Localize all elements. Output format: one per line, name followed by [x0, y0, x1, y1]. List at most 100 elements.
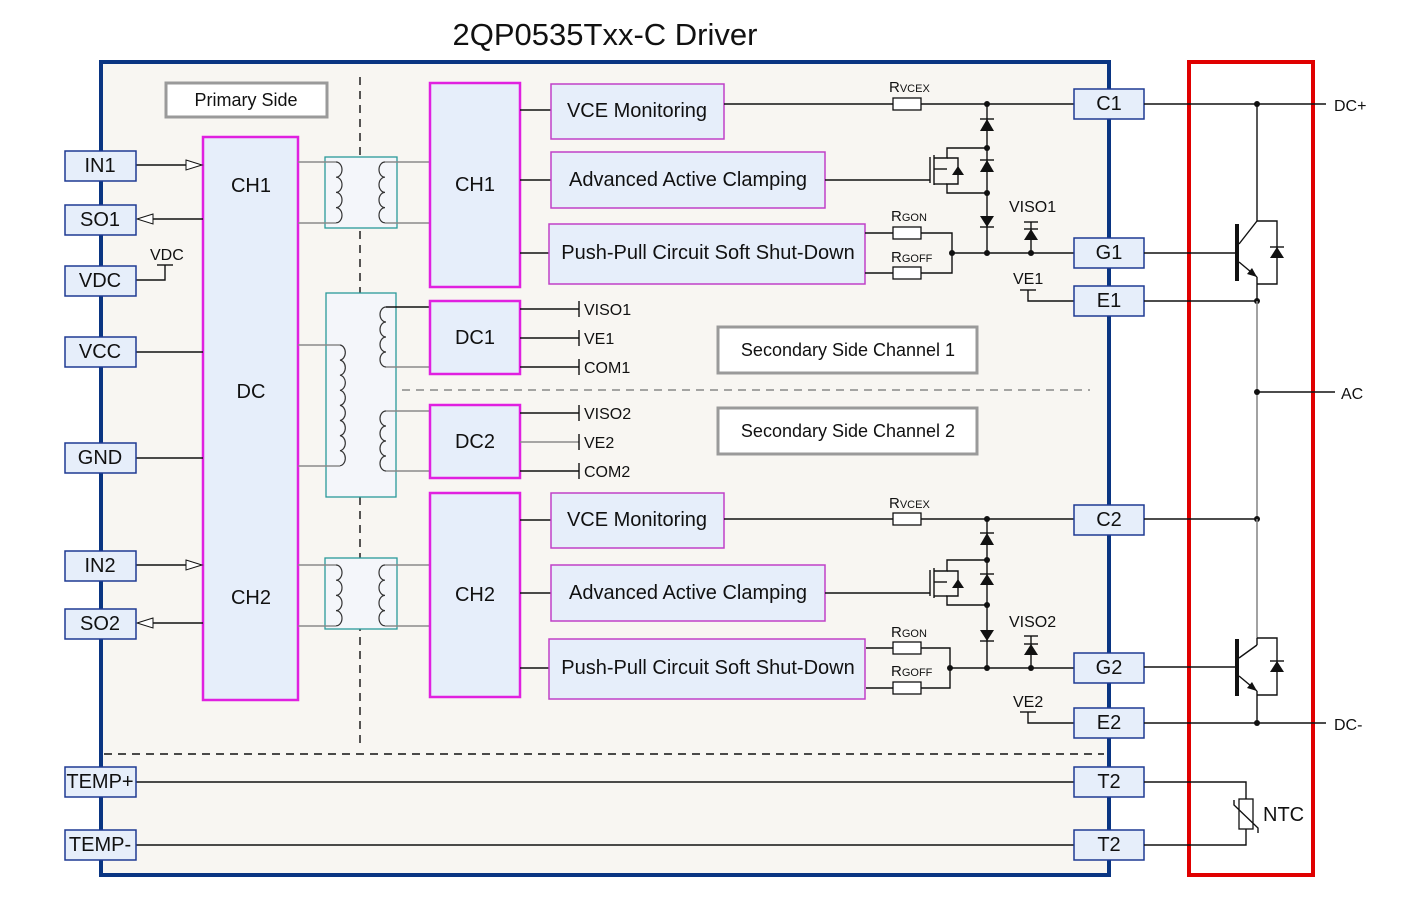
tvs-diode-icon: [980, 160, 994, 172]
rgon-label: RGON: [891, 624, 927, 641]
svg-text:E2: E2: [1097, 712, 1121, 734]
diode-icon: [980, 630, 994, 641]
power-module-boundary: [1187, 60, 1315, 877]
tvs-diode-icon: [980, 119, 994, 131]
pin-g1: G1: [1073, 237, 1145, 269]
svg-text:G1: G1: [1096, 242, 1123, 264]
pin-in1: IN1: [64, 150, 137, 182]
svg-text:Push-Pull Circuit Soft Shut-Do: Push-Pull Circuit Soft Shut-Down: [561, 242, 854, 264]
igbt-high-side-icon: [1144, 220, 1284, 301]
svg-text:G2: G2: [1096, 657, 1123, 679]
ch1-function-blocks: VCE Monitoring Advanced Active Clamping …: [520, 83, 866, 285]
pin-vdc: VDC: [64, 265, 137, 297]
ch1-gate-circuit: RVCEX RGON RGOFF: [724, 79, 1074, 302]
svg-text:VCE Monitoring: VCE Monitoring: [567, 100, 707, 122]
secondary-ch1-label: Secondary Side Channel 1: [716, 325, 979, 375]
svg-text:VISO1: VISO1: [1009, 199, 1056, 216]
svg-text:IN2: IN2: [84, 555, 115, 577]
svg-text:C1: C1: [1096, 93, 1122, 115]
pin-e1: E1: [1073, 285, 1145, 317]
pin-so2: SO2: [64, 608, 137, 640]
svg-text:DC+: DC+: [1334, 98, 1366, 115]
svg-text:IN1: IN1: [84, 155, 115, 177]
svg-text:CH1: CH1: [455, 174, 495, 196]
rgoff-resistor: [892, 266, 922, 280]
rgon-resistor: [892, 641, 922, 655]
svg-text:VE2: VE2: [584, 435, 614, 452]
svg-text:VE2: VE2: [1013, 694, 1043, 711]
primary-controller-block: CH1 DC CH2: [201, 135, 300, 702]
pin-in2: IN2: [64, 550, 137, 582]
svg-text:Primary Side: Primary Side: [194, 90, 297, 110]
pin-c2: C2: [1073, 504, 1145, 536]
ch1-push-pull: Push-Pull Circuit Soft Shut-Down: [548, 223, 866, 285]
dc2-outputs: VISO2 VE2 COM2: [520, 405, 631, 481]
pin-so1: SO1: [64, 204, 137, 236]
rgon-resistor: [892, 226, 922, 240]
tvs-diode-icon: [980, 574, 994, 585]
pin-gnd: GND: [64, 442, 137, 474]
svg-text:VISO2: VISO2: [1009, 614, 1056, 631]
transformer-ch1: [298, 156, 430, 229]
pin-temp-minus: TEMP-: [64, 829, 137, 861]
svg-text:TEMP+: TEMP+: [66, 771, 133, 793]
svg-text:DC2: DC2: [455, 431, 495, 453]
rvcex-label: RVCEX: [889, 495, 930, 512]
secondary-ch2-block: CH2: [428, 491, 522, 699]
svg-text:Advanced Active Clamping: Advanced Active Clamping: [569, 582, 807, 604]
pin-vcc: VCC: [64, 336, 137, 368]
diode-icon: [980, 216, 994, 227]
ch2-vce-monitoring: VCE Monitoring: [550, 492, 725, 549]
svg-text:E1: E1: [1097, 290, 1121, 312]
dc1-block: DC1: [428, 299, 522, 376]
svg-text:Advanced Active Clamping: Advanced Active Clamping: [569, 169, 807, 191]
power-module-circuit: DC+ AC: [1144, 98, 1366, 846]
body-diode-icon: [952, 166, 964, 175]
secondary-ch1-block: CH1: [428, 81, 522, 289]
svg-text:VDC: VDC: [79, 270, 121, 292]
secondary-ch2-label: Secondary Side Channel 2: [716, 406, 979, 456]
svg-text:VE1: VE1: [1013, 271, 1043, 288]
rvcex-resistor: [892, 512, 922, 526]
dc2-block: DC2: [428, 403, 522, 480]
igbt-low-side-icon: [1144, 637, 1284, 723]
svg-text:AC: AC: [1341, 386, 1363, 403]
rgon-label: RGON: [891, 208, 927, 225]
body-diode-icon: [952, 579, 964, 588]
pin-g2: G2: [1073, 652, 1145, 684]
svg-text:VISO1: VISO1: [584, 302, 631, 319]
svg-text:VE1: VE1: [584, 331, 614, 348]
transformer-ch2: [298, 557, 430, 630]
rvcex-resistor: [892, 97, 922, 111]
svg-text:Secondary Side Channel 1: Secondary Side Channel 1: [741, 340, 955, 360]
svg-text:SO2: SO2: [80, 613, 120, 635]
svg-text:COM1: COM1: [584, 360, 630, 377]
ntc-label: NTC: [1263, 804, 1304, 826]
ch2-function-blocks: VCE Monitoring Advanced Active Clamping …: [520, 492, 866, 700]
svg-text:GND: GND: [78, 447, 122, 469]
pin-e2: E2: [1073, 707, 1145, 739]
rgoff-label: RGOFF: [891, 663, 933, 680]
tvs-diode-icon: [980, 533, 994, 545]
svg-text:VCC: VCC: [79, 341, 121, 363]
pin-c1: C1: [1073, 88, 1145, 120]
svg-text:DC-: DC-: [1334, 717, 1362, 734]
svg-text:CH2: CH2: [231, 587, 271, 609]
ntc-thermistor-icon: [1144, 781, 1259, 846]
pin-temp-plus: TEMP+: [64, 766, 137, 798]
viso-zener-icon: [1024, 229, 1038, 240]
svg-text:C2: C2: [1096, 509, 1122, 531]
pin-t2-plus: T2: [1073, 766, 1145, 798]
svg-text:TEMP-: TEMP-: [69, 834, 131, 856]
rgoff-label: RGOFF: [891, 249, 933, 266]
diagram-title: 2QP0535Txx-C Driver: [453, 17, 758, 52]
svg-text:COM2: COM2: [584, 464, 630, 481]
svg-text:DC1: DC1: [455, 327, 495, 349]
left-pin-wires: VDC: [135, 159, 1074, 846]
svg-text:T2: T2: [1097, 771, 1120, 793]
viso-zener-icon: [1024, 644, 1038, 655]
svg-text:VCE Monitoring: VCE Monitoring: [567, 509, 707, 531]
ch1-vce-monitoring: VCE Monitoring: [550, 83, 725, 140]
ch1-active-clamping: Advanced Active Clamping: [550, 151, 826, 209]
